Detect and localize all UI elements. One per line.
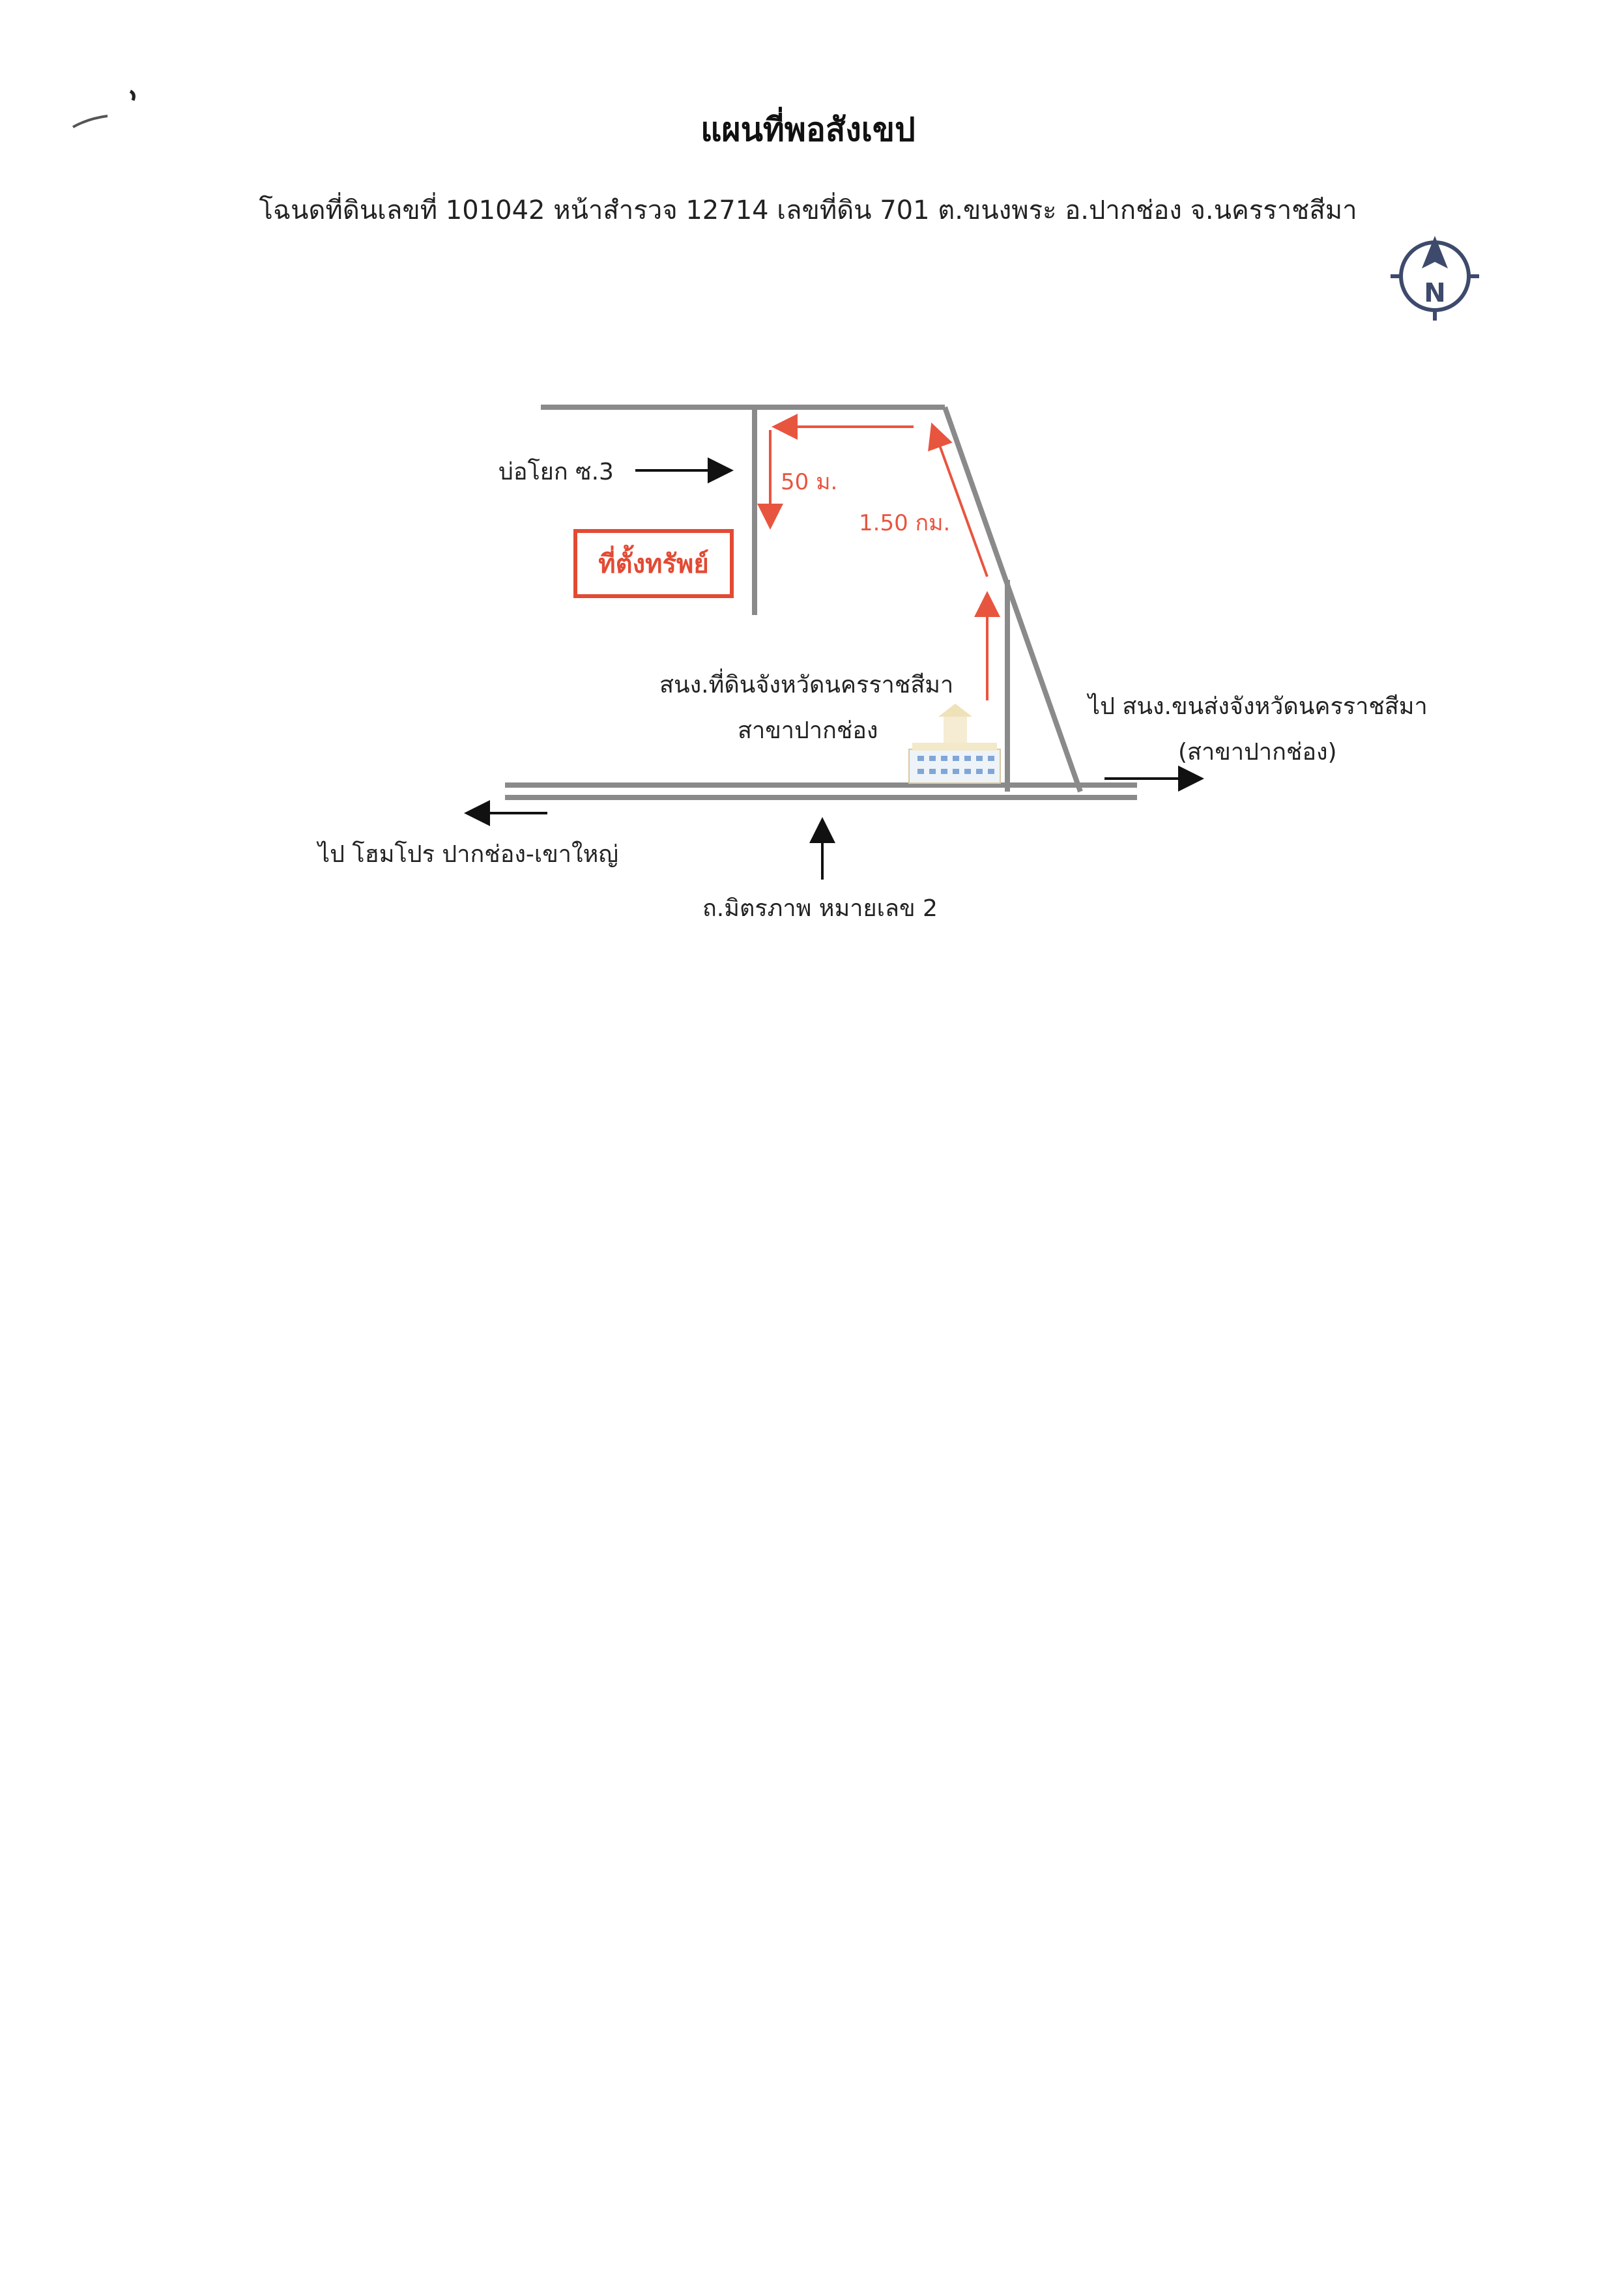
to-right-label-line1: ไป สนง.ขนส่งจังหวัดนครราชสีมา <box>1088 693 1428 720</box>
side-road-label: บ่อโยก ซ.3 <box>498 459 614 485</box>
diagonal-road <box>942 406 1083 793</box>
scan-mark <box>72 89 136 128</box>
roads <box>505 405 1137 800</box>
distance-short-label: 50 ม. <box>781 469 838 495</box>
land-office-building-icon <box>908 704 1001 784</box>
north-compass-icon: N <box>1391 236 1479 321</box>
land-office-label-line1: สนง.ที่ดินจังหวัดนครราชสีมา <box>659 672 954 698</box>
distance-long-label: 1.50 กม. <box>859 510 951 536</box>
page-title: แผนที่พอสังเขป <box>700 111 916 149</box>
property-location-box: ที่ตั้งทรัพย์ <box>573 529 734 598</box>
main-road-label: ถ.มิตรภาพ หมายเลข 2 <box>702 895 938 922</box>
direction-arrows <box>464 457 1204 880</box>
page-subtitle: โฉนดที่ดินเลขที่ 101042 หน้าสำรวจ 12714 … <box>259 195 1357 225</box>
land-office-label-line2: สาขาปากช่อง <box>738 717 878 744</box>
to-right-label-line2: (สาขาปากช่อง) <box>1178 739 1337 766</box>
compass-letter: N <box>1424 278 1445 308</box>
to-left-label: ไป โฮมโปร ปากช่อง-เขาใหญ่ <box>318 841 619 868</box>
route <box>757 414 1000 700</box>
